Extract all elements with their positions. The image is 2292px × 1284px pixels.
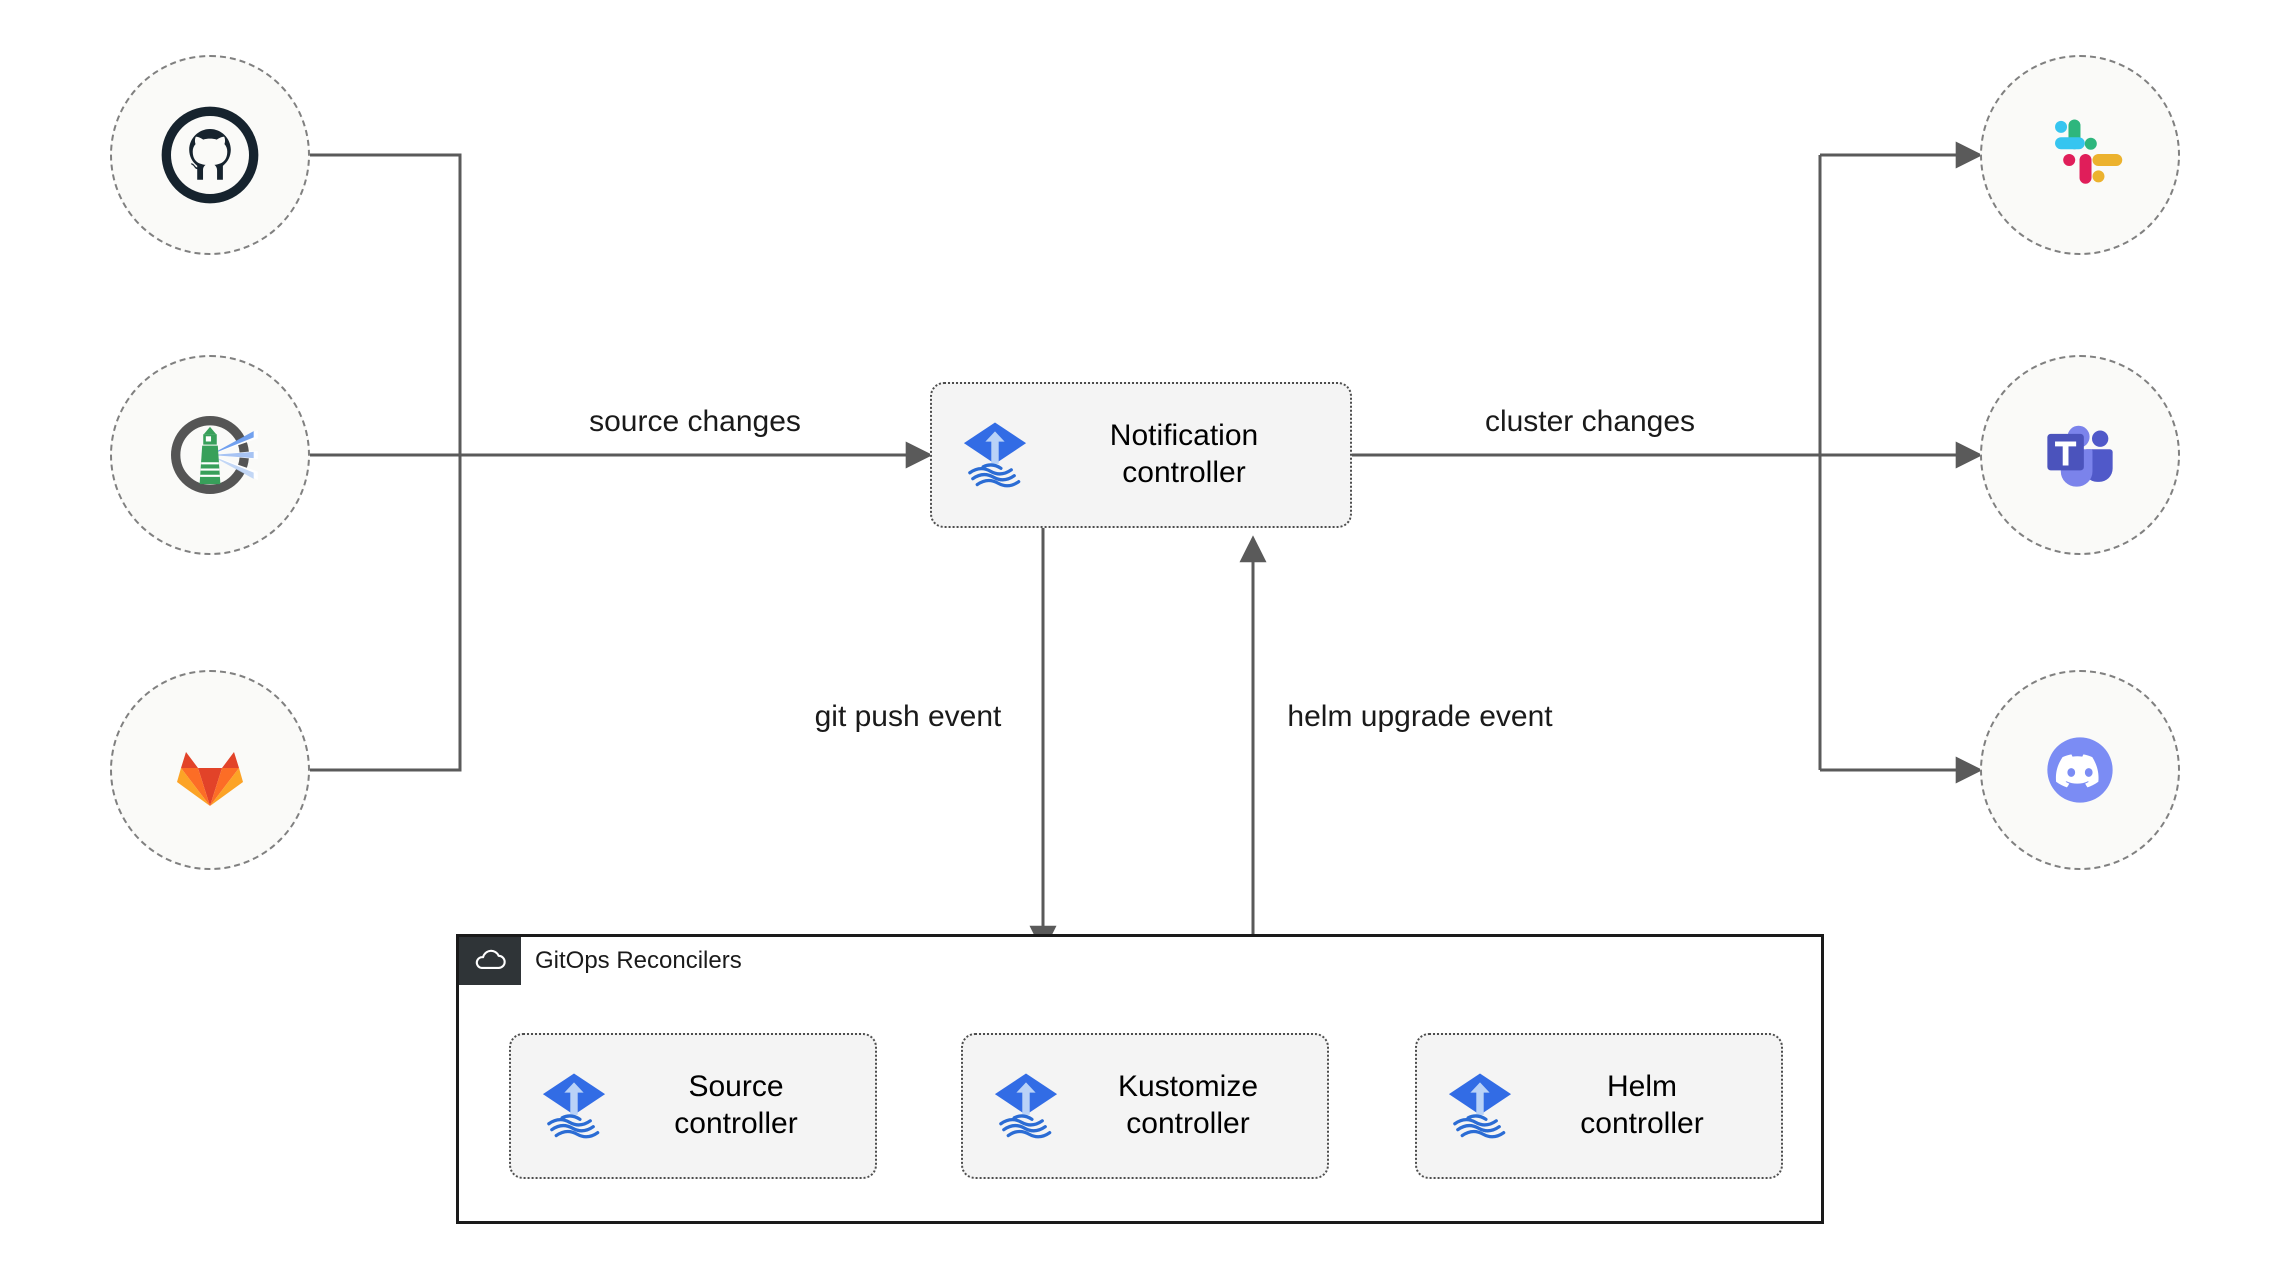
source-node-helm-repository[interactable] xyxy=(110,355,310,555)
gitops-reconcilers-group: GitOps Reconcilers Source controller xyxy=(456,934,1824,1224)
source-controller-label: Source controller xyxy=(674,1070,798,1140)
cloud-icon xyxy=(459,937,521,985)
edge-label-source-changes: source changes xyxy=(589,405,801,438)
flux-icon xyxy=(1443,1069,1517,1143)
gitlab-icon xyxy=(141,701,278,838)
discord-icon xyxy=(2011,701,2148,838)
flux-icon xyxy=(989,1069,1063,1143)
helm-controller-label: Helm controller xyxy=(1580,1070,1704,1140)
flux-icon xyxy=(537,1069,611,1143)
gitops-group-header: GitOps Reconcilers xyxy=(459,937,742,985)
edge-label-helm-upgrade-event: helm upgrade event xyxy=(1287,700,1553,733)
edge-label-git-push-event: git push event xyxy=(814,700,1002,733)
notification-controller-box[interactable]: Notification controller xyxy=(930,382,1352,528)
notification-controller-label: Notification controller xyxy=(1109,419,1259,489)
source-node-gitlab[interactable] xyxy=(110,670,310,870)
microsoft-teams-icon xyxy=(2011,386,2148,523)
destination-node-discord[interactable] xyxy=(1980,670,2180,870)
source-controller-box[interactable]: Source controller xyxy=(509,1033,877,1179)
flux-icon xyxy=(958,418,1032,492)
kustomize-controller-box[interactable]: Kustomize controller xyxy=(961,1033,1329,1179)
helm-controller-box[interactable]: Helm controller xyxy=(1415,1033,1783,1179)
destination-node-slack[interactable] xyxy=(1980,55,2180,255)
destination-node-msteams[interactable] xyxy=(1980,355,2180,555)
edge-label-cluster-changes: cluster changes xyxy=(1484,405,1696,438)
source-node-github[interactable] xyxy=(110,55,310,255)
helm-lighthouse-icon xyxy=(141,386,278,523)
gitops-group-title: GitOps Reconcilers xyxy=(535,947,742,974)
github-icon xyxy=(141,86,278,223)
slack-icon xyxy=(2011,86,2148,223)
wire-sources-bus xyxy=(310,153,462,772)
kustomize-controller-label: Kustomize controller xyxy=(1117,1070,1259,1140)
